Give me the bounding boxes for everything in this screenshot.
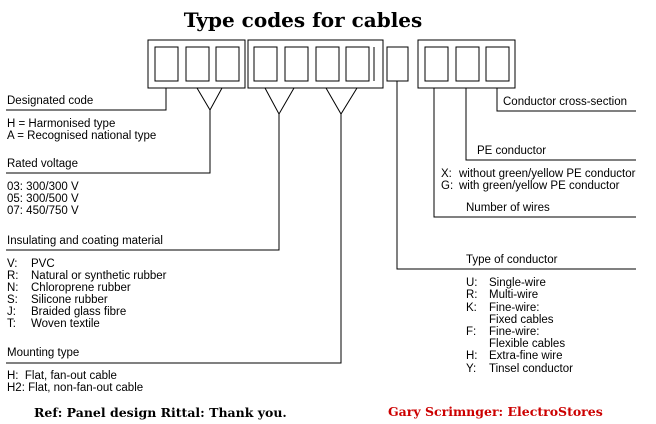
mounting-heading: Mounting type [7,347,79,359]
insulating-code: R: [7,270,19,282]
conductor-code: R: [466,289,478,301]
bracket-mounting [325,87,358,115]
rated-voltage-item: 03: 300/300 V [7,181,79,193]
code-box-7 [345,46,370,82]
conductor-code: H: [466,350,478,362]
rated-voltage-item: 05: 300/500 V [7,193,79,205]
code-group-designation [147,39,246,89]
conductor-text: Multi-wire [489,289,538,301]
code-box-3 [215,46,240,82]
insulating-code: V: [7,258,17,270]
section-insulating: Insulating and coating material V: PVC R… [7,235,167,330]
insulating-text: Silicone rubber [31,294,108,306]
designated-code-heading: Designated code [7,95,93,107]
cross-section-heading: Conductor cross-section [503,96,627,108]
insulating-text: Braided glass fibre [31,306,126,318]
leader-type-of-conductor [396,81,636,270]
bracket-rated-voltage [196,87,223,112]
conductor-code: F: [466,326,476,338]
type-of-conductor-heading: Type of conductor [466,254,558,266]
pe-conductor-text: without green/yellow PE conductor [458,168,636,180]
insulating-text: Chloroprene rubber [31,282,131,294]
conductor-text: Flexible cables [489,338,565,350]
pe-conductor-text: with green/yellow PE conductor [458,180,620,192]
insulating-code: T: [7,318,16,330]
code-box-5 [284,46,309,82]
conductor-text: Extra-fine wire [489,350,563,362]
pe-conductor-heading: PE conductor [477,145,546,157]
leader-pe-conductor [465,88,636,161]
code-group-materials [247,39,384,89]
insulating-code: N: [7,282,19,294]
code-group-construction [417,39,516,89]
code-box-2 [185,46,210,82]
code-box-4 [253,46,278,82]
mounting-item: H2: Flat, non-fan-out cable [7,382,143,394]
number-of-wires-heading: Number of wires [466,202,550,214]
conductor-text: Fixed cables [489,314,554,326]
conductor-text: Fine-wire: [489,302,539,314]
designated-code-item: H = Harmonised type [7,118,115,130]
rated-voltage-heading: Rated voltage [7,158,78,170]
mounting-item: H: Flat, fan-out cable [7,370,117,382]
conductor-text: Single-wire [489,277,546,289]
insulating-code: S: [7,294,18,306]
leader-designated-code [6,88,167,111]
code-box-10 [485,46,510,82]
bracket-insulating [264,87,295,116]
section-pe-conductor: PE conductor X: without green/yellow PE … [441,145,636,192]
section-rated-voltage: Rated voltage 03: 300/300 V 05: 300/500 … [7,158,79,217]
section-type-of-conductor: Type of conductor U: Single-wire R: Mult… [466,254,573,375]
insulating-text: PVC [31,258,55,270]
code-box-1 [154,46,179,82]
conductor-text: Tinsel conductor [489,363,573,375]
rated-voltage-item: 07: 450/750 V [7,205,79,217]
insulating-code: J: [7,306,16,318]
reference-note: Ref: Panel design Rittal: Thank you. [34,405,287,420]
section-mounting: Mounting type H: Flat, fan-out cable H2:… [7,347,143,394]
conductor-text: Fine-wire: [489,326,539,338]
leader-cross-section [496,88,636,112]
author-credit: Gary Scrimnger: ElectroStores [388,404,603,419]
code-box-6 [315,46,340,82]
conductor-code: Y: [466,363,476,375]
conductor-code: U: [466,277,478,289]
pe-conductor-code: X: [441,168,452,180]
insulating-text: Natural or synthetic rubber [31,270,167,282]
leader-lines [6,81,636,364]
section-designated-code: Designated code H = Harmonised type A = … [7,95,156,142]
diagram-title: Type codes for cables [184,8,423,32]
pe-conductor-code: G: [441,180,453,192]
code-box-conductor-type [386,46,409,82]
leader-insulating [6,114,280,251]
code-box-9 [455,46,480,82]
leader-mounting [6,114,342,364]
leader-rated-voltage [6,110,211,174]
leader-number-of-wires [433,88,636,218]
designated-code-item: A = Recognised national type [7,130,156,142]
conductor-code: K: [466,302,477,314]
code-box-8 [424,46,449,82]
insulating-text: Woven textile [31,318,100,330]
insulating-heading: Insulating and coating material [7,235,163,247]
